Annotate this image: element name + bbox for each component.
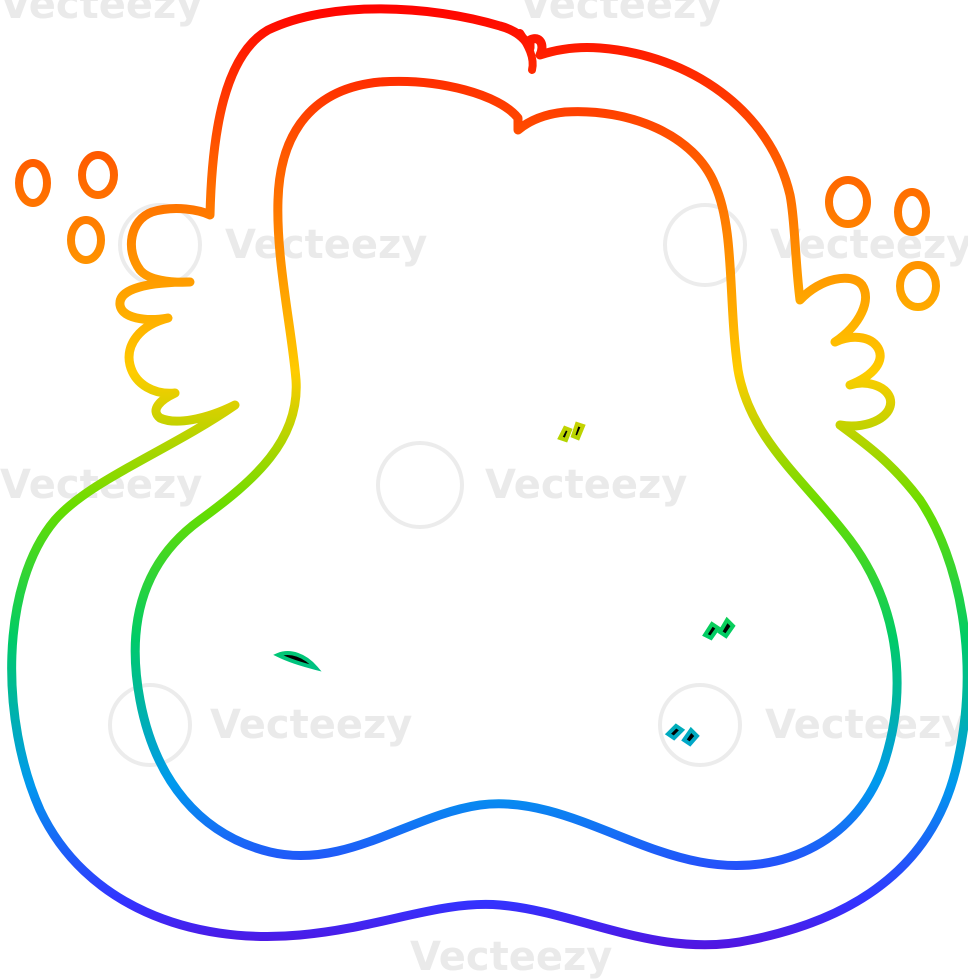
pear-inner-outline: [130, 76, 902, 870]
watermark-text: Vecteezy: [520, 0, 722, 28]
sparkle-bubbles-left: [15, 151, 118, 264]
speckle-mark: [664, 723, 686, 741]
pear-speckles: [273, 421, 736, 747]
watermark-text: Vecteezy: [225, 222, 427, 268]
bubble-icon: [894, 188, 930, 236]
bubble-icon: [15, 159, 51, 207]
watermark-logo-icon: [663, 203, 747, 287]
bubble-icon: [825, 176, 871, 228]
watermark-text: Vecteezy: [210, 702, 412, 748]
watermark-text: Vecteezy: [770, 222, 968, 268]
watermark-text: Vecteezy: [485, 462, 687, 508]
speckle-mark: [681, 726, 700, 747]
speckle-mark: [273, 651, 322, 672]
speckle-mark: [717, 616, 736, 639]
bubble-icon: [896, 261, 940, 311]
watermark-logo-icon: [108, 683, 192, 767]
speckle-mark: [570, 421, 586, 441]
watermark-text: Vecteezy: [765, 702, 967, 748]
watermark-logo-icon: [376, 441, 464, 529]
pear-outer-outline: [7, 4, 968, 950]
watermark-text: Vecteezy: [410, 934, 612, 980]
bubble-icon: [67, 216, 105, 264]
sparkle-bubbles-right: [825, 176, 940, 311]
speckle-mark: [702, 621, 721, 641]
bubble-icon: [78, 151, 118, 199]
watermark-logo-icon: [658, 683, 742, 767]
watermark-text: Vecteezy: [0, 0, 202, 28]
pear-stem-notch: [516, 29, 537, 74]
speckle-mark: [557, 425, 573, 443]
